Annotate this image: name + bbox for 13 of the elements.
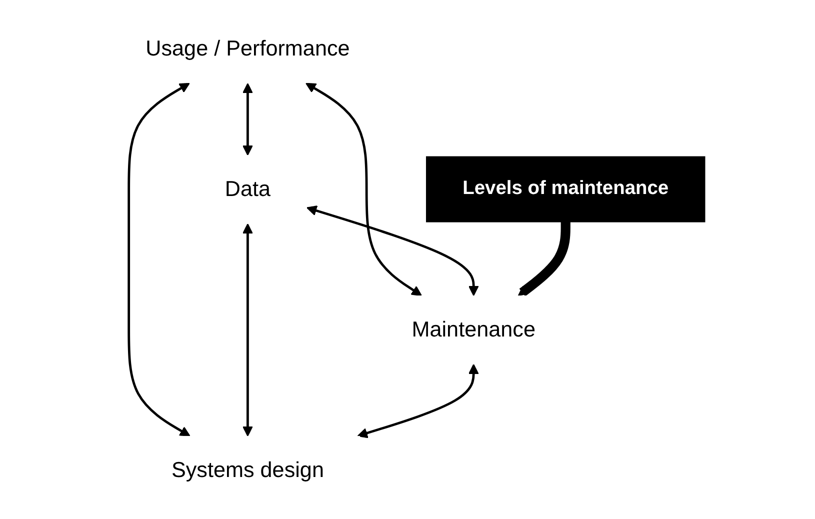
arrow	[128, 82, 191, 436]
arrow	[306, 82, 422, 296]
arrow	[358, 364, 480, 438]
arrow	[306, 205, 480, 296]
diagram: Usage / Performance Data Maintenance Systems design Levels of maintenance	[100, 5, 715, 514]
arrow	[518, 222, 571, 296]
node-text: Maintenance	[412, 317, 536, 342]
node-text: Data	[225, 176, 271, 201]
node-box	[426, 156, 706, 222]
arrow	[242, 83, 254, 156]
arrow	[242, 223, 254, 436]
node-text: Systems design	[172, 458, 324, 482]
node-text: Usage / Performance	[146, 36, 350, 60]
